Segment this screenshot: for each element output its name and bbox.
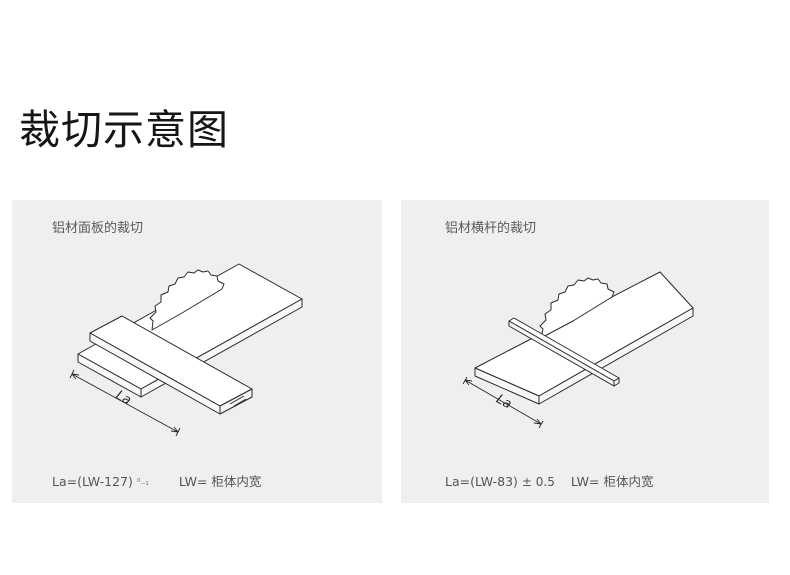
panel-caption: 铝材横杆的裁切 [445, 221, 537, 236]
aluminum-crossbar [508, 317, 620, 387]
page-title: 裁切示意图 [19, 106, 229, 154]
work-board [474, 271, 694, 405]
aluminum-panel [89, 315, 253, 415]
panel-panel-cutting: 铝材面板的裁切 La La=(LW-127) ⁰₋₁ [12, 200, 382, 503]
panel-crossbar-cutting: 铝材横杆的裁切 La La=(LW-83) ± 0.5 [401, 200, 769, 503]
dimension-la [462, 376, 544, 429]
dimension-label: La [113, 388, 134, 408]
formula-tolerance: ± 0.5 [521, 475, 555, 489]
panel-cutting-drawing: La [69, 263, 303, 437]
saw-blade [539, 277, 615, 339]
formula-main: La=(LW-83) [445, 474, 518, 489]
formula-tolerance: ⁰₋₁ [136, 478, 149, 488]
panel-formula: La=(LW-83) ± 0.5 LW= 柜体内宽 [445, 471, 653, 490]
formula-main: La=(LW-127) [52, 474, 133, 489]
dimension-la [69, 369, 181, 437]
saw-blade [149, 269, 225, 331]
panel-formula: La=(LW-127) ⁰₋₁ LW= 柜体内宽 [52, 471, 261, 490]
dimension-label: La [493, 392, 514, 412]
panel-caption: 铝材面板的裁切 [52, 221, 144, 236]
crossbar-cutting-drawing: La [462, 271, 694, 429]
formula-lw: LW= 柜体内宽 [570, 474, 654, 489]
formula-lw: LW= 柜体内宽 [178, 474, 262, 489]
